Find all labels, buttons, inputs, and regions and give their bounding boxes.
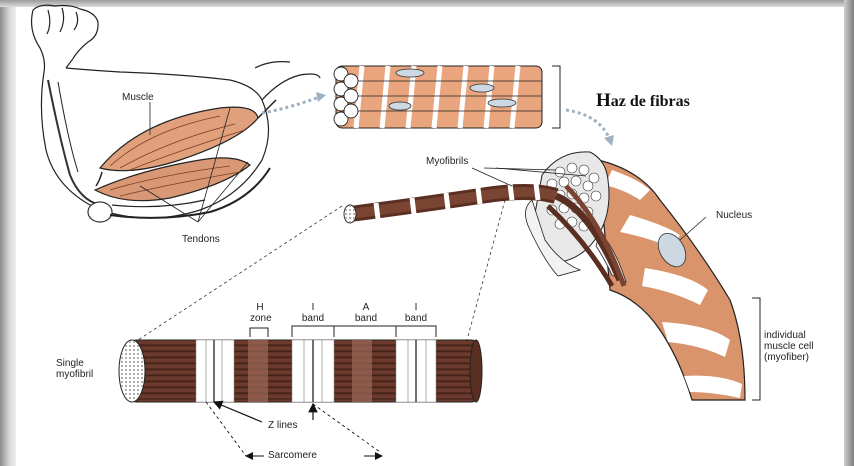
arrow-to-fiber (566, 110, 610, 140)
arrow-to-fiber-head (604, 135, 614, 146)
band-brackets (250, 326, 436, 337)
z-lines-label: Z lines (268, 420, 297, 431)
tendons-label: Tendons (182, 234, 220, 245)
sarcomere-label: Sarcomere (268, 450, 317, 461)
nucleus-label: Nucleus (716, 210, 752, 221)
fiber-bundle (334, 66, 560, 128)
large-myofibril (119, 340, 482, 402)
arm-illustration (32, 5, 320, 222)
z-line-arrows (214, 402, 313, 422)
muscle-label: Muscle (122, 92, 154, 103)
myofibrils-label: Myofibrils (426, 156, 468, 167)
individual-cell-label: individual muscle cell (myofiber) (764, 330, 813, 363)
page-title: Haz de fibras (596, 90, 690, 112)
arrow-to-bundle-head (316, 92, 326, 102)
muscle-fiber (525, 152, 760, 400)
